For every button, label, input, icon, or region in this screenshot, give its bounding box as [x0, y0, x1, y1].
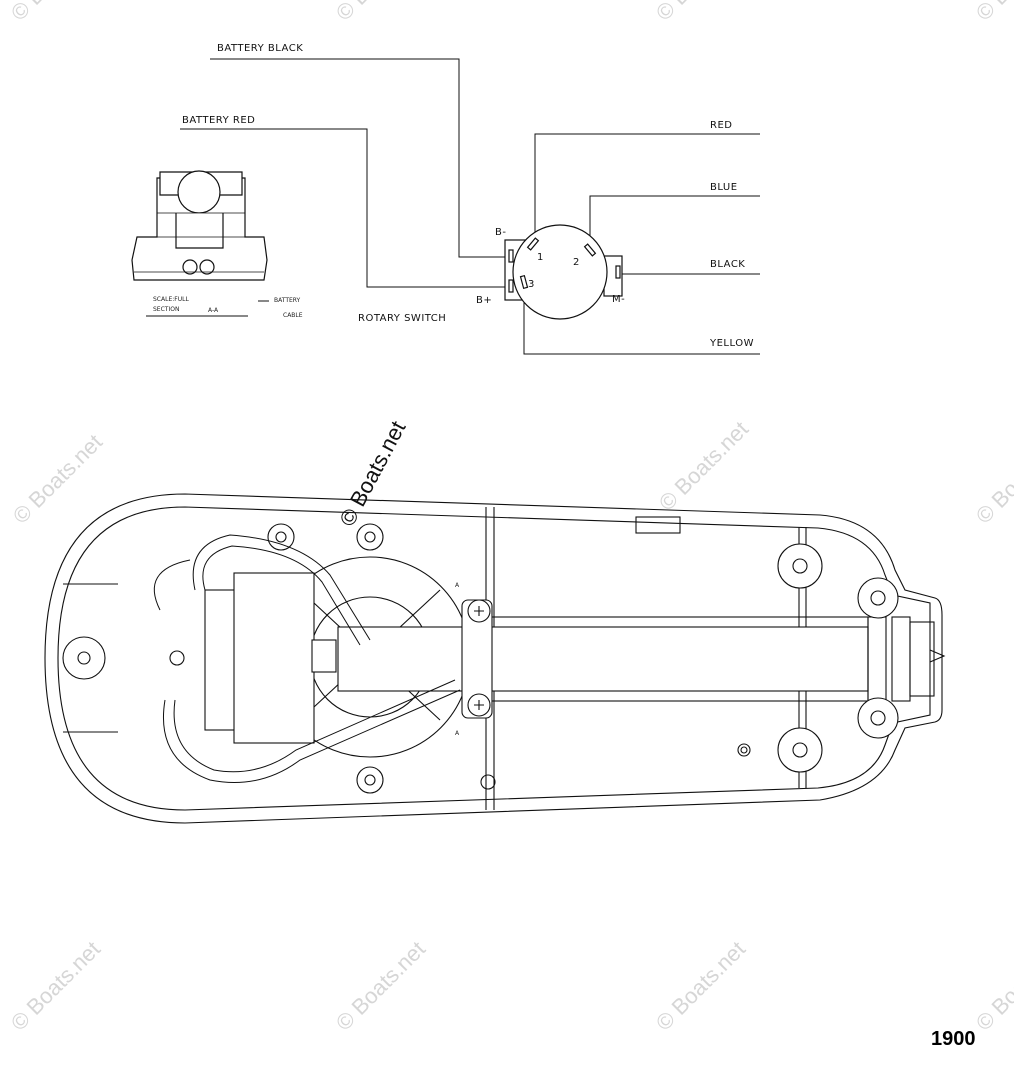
rotary-switch [504, 224, 623, 320]
terminal-b-plus-label: B+ [476, 295, 492, 306]
rotary-switch-label: ROTARY SWITCH [358, 313, 446, 324]
red-wire [534, 133, 760, 244]
section-bore [177, 170, 221, 214]
section-a-a-drawing [131, 170, 269, 317]
blue-label: BLUE [710, 182, 738, 193]
boss-top-right [777, 543, 823, 589]
hole-rib [480, 774, 496, 790]
housing-outer [44, 493, 943, 824]
battery-red-label: BATTERY RED [182, 115, 255, 126]
watermark: © Boats.net [651, 936, 750, 1035]
watermark: © Boats.net [331, 0, 430, 26]
boss-tail-bottom [857, 697, 899, 739]
housing-inner [57, 506, 931, 811]
watermark: © Boats.net [8, 429, 107, 528]
boss-bottom-right [777, 727, 823, 773]
left-boss-outer [62, 636, 106, 680]
section-label: SECTION [153, 306, 179, 313]
red-label: RED [710, 120, 732, 131]
watermark: © Boats.net [651, 0, 750, 26]
section-labels: SCALE:FULL SECTION A-A BATTERY CABLE [153, 296, 303, 319]
hole-left [169, 650, 185, 666]
pin-2-blade [583, 243, 597, 257]
terminal-b-minus-blade [508, 249, 514, 263]
watermark: © Boats.net [6, 936, 105, 1035]
watermark: © Boats.net [971, 429, 1014, 528]
a-a-label: A-A [208, 307, 219, 314]
terminal-b-minus-label: B- [495, 227, 506, 238]
motor-housing [44, 493, 946, 824]
cable-hole-1 [182, 259, 198, 275]
pin-3-blade [519, 274, 529, 290]
watermark: © Boats.net [331, 936, 430, 1035]
hole-top-center [356, 523, 384, 551]
section-channel [175, 213, 224, 249]
wire-harness [192, 534, 371, 641]
wiring-lines [180, 58, 760, 355]
wiring-labels: BATTERY BLACK BATTERY RED RED BLUE BLACK… [182, 43, 754, 349]
yellow-wire [523, 282, 760, 355]
switch-body [512, 224, 608, 320]
left-boss-hole [77, 651, 91, 665]
battery-black-wire [210, 58, 508, 258]
battery-cable-label-1: BATTERY [274, 297, 301, 304]
battery-black-label: BATTERY BLACK [217, 43, 303, 54]
cable-hole-2 [199, 259, 215, 275]
terminal-b-plus-blade [508, 279, 514, 293]
battery-cable-label-2: CABLE [283, 312, 303, 319]
terminal-m-minus-blade [615, 265, 621, 279]
yellow-label: YELLOW [709, 338, 754, 349]
hole-bottom-center [356, 766, 384, 794]
hole-top-left [267, 523, 295, 551]
watermark: © Boats.net [971, 936, 1014, 1035]
blue-wire [589, 195, 760, 250]
watermark: © Boats.net [971, 0, 1014, 26]
watermark: © Boats.net [6, 0, 105, 26]
boss-tail-top [857, 577, 899, 619]
marker-a-top: A [455, 582, 460, 589]
battery-red-wire [180, 128, 508, 288]
housing-markers: A A [455, 582, 460, 737]
marker-a-bottom: A [455, 730, 460, 737]
pin-2-label: 2 [573, 257, 580, 268]
pin-3-label: 3 [528, 279, 535, 290]
scale-full-label: SCALE:FULL [153, 296, 189, 303]
black-label: BLACK [710, 259, 745, 270]
label-pad [635, 516, 681, 534]
pin-1-label: 1 [537, 252, 544, 263]
watermark: © Boats.net [654, 416, 753, 515]
small-hole [737, 743, 751, 757]
pin-1-blade [526, 237, 540, 251]
terminal-m-minus-label: M- [612, 294, 625, 305]
page-number: 1900 [931, 1028, 976, 1050]
shaft-tube [337, 626, 869, 692]
